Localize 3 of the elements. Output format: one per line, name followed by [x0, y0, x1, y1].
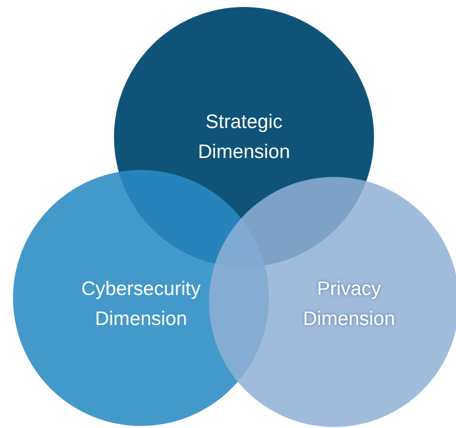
circle-label: Privacy Dimension [302, 277, 396, 332]
circle-label: Strategic Dimension [196, 110, 292, 165]
circle-label: Cybersecurity Dimension [80, 277, 202, 332]
